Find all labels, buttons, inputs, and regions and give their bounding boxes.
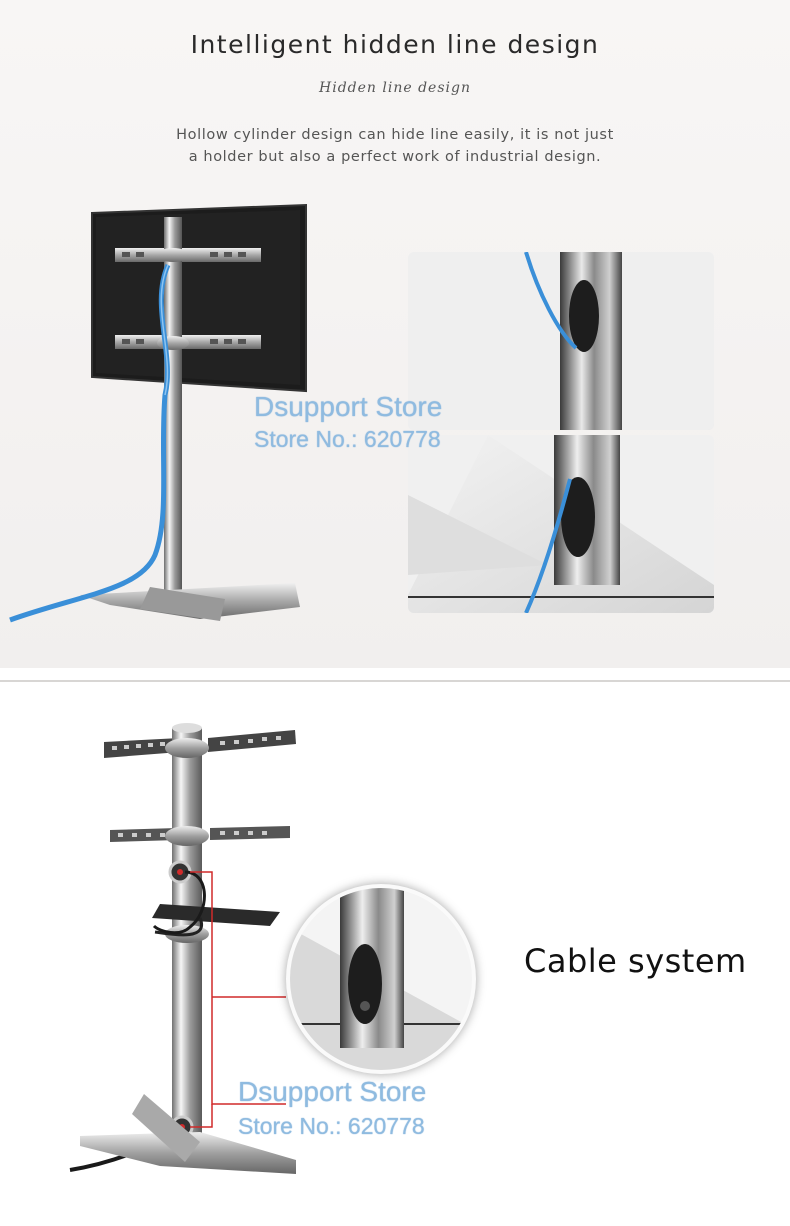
black-cable-upper	[152, 870, 206, 935]
lower-arm-left	[110, 828, 178, 842]
store-watermark-bottom: Dsupport Store Store No.: 620778	[238, 1076, 426, 1144]
store-name: Dsupport Store	[238, 1076, 427, 1107]
store-name: Dsupport Store	[254, 391, 443, 422]
tv-stand-illustration	[9, 203, 307, 623]
stand-assembly-illustration	[69, 723, 296, 1174]
script-subtitle: Hidden line design	[319, 80, 471, 96]
store-number: Store No.: 620778	[254, 426, 441, 452]
page-title: Intelligent hidden line design	[190, 30, 600, 59]
cable-slot-upper	[569, 280, 599, 352]
description-line-2: a holder but also a perfect work of indu…	[188, 149, 602, 165]
store-number: Store No.: 620778	[238, 1113, 425, 1139]
cable-system-label: Cable system	[524, 942, 747, 980]
store-watermark-top: Dsupport Store Store No.: 620778	[254, 392, 442, 456]
detail-photo-lower	[408, 435, 714, 613]
av-shelf	[152, 904, 280, 926]
zoom-detail-circle	[286, 884, 476, 1074]
cable-slot-lower	[561, 477, 595, 557]
description-line-1: Hollow cylinder design can hide line eas…	[176, 127, 614, 143]
section-divider	[0, 680, 790, 682]
stand-pole	[164, 217, 182, 597]
detail-photo-upper	[408, 252, 714, 430]
callout-line	[190, 871, 286, 1105]
description: Hollow cylinder design can hide line eas…	[150, 124, 640, 168]
